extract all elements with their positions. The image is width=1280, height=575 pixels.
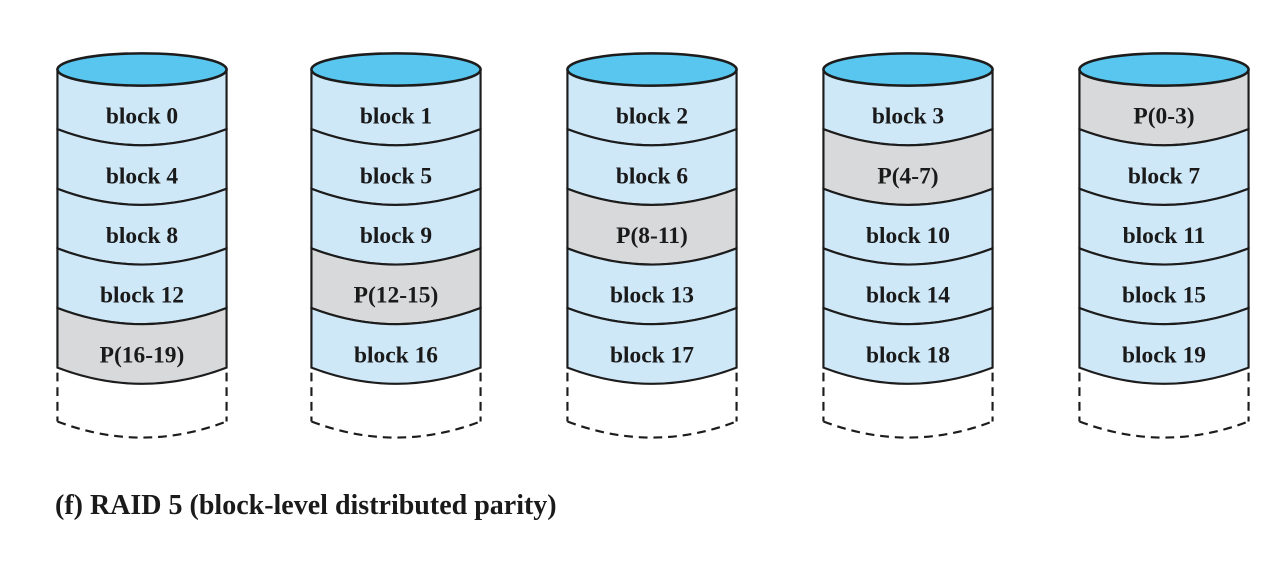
disk-cylinder-5: P(0-3) block 7 block 11 block 15 block 1… bbox=[1076, 48, 1252, 441]
block-label: block 7 bbox=[1128, 163, 1201, 189]
disk-continuation-bottom bbox=[1079, 420, 1249, 439]
block-label: block 15 bbox=[1122, 283, 1206, 309]
disk-top-ellipse bbox=[822, 52, 994, 87]
block-label: block 6 bbox=[616, 163, 689, 189]
disk-top-ellipse bbox=[310, 52, 482, 87]
parity-band bbox=[56, 306, 228, 385]
block-label: block 19 bbox=[1122, 342, 1206, 368]
disk-band bbox=[566, 306, 738, 385]
disk-cylinder-1: block 0 block 4 block 8 block 12 P(16-19… bbox=[54, 48, 230, 441]
disk-continuation-bottom bbox=[823, 420, 993, 439]
block-label: block 13 bbox=[610, 283, 694, 309]
block-label: block 16 bbox=[354, 342, 438, 368]
parity-label: P(16-19) bbox=[100, 342, 185, 368]
disk-cylinder-graphic: block 0 block 4 block 8 block 12 P(16-19… bbox=[56, 52, 228, 439]
block-label: block 17 bbox=[610, 342, 694, 368]
block-label: block 14 bbox=[866, 283, 950, 309]
disk-band bbox=[1078, 306, 1250, 385]
block-label: block 1 bbox=[360, 104, 432, 130]
block-label: block 12 bbox=[100, 283, 184, 309]
figure-caption: (f) RAID 5 (block-level distributed pari… bbox=[55, 490, 557, 521]
disk-cylinder-3: block 2 block 6 P(8-11) block 13 block 1… bbox=[564, 48, 740, 441]
block-label: block 10 bbox=[866, 223, 950, 249]
block-label: block 8 bbox=[106, 223, 178, 249]
parity-label: P(0-3) bbox=[1133, 104, 1194, 130]
disk-cylinder-4: block 3 P(4-7) block 10 block 14 block 1… bbox=[820, 48, 996, 441]
disk-cylinder-graphic: block 2 block 6 P(8-11) block 13 block 1… bbox=[566, 52, 738, 439]
parity-label: P(4-7) bbox=[877, 163, 938, 189]
disk-cylinder-2: block 1 block 5 block 9 P(12-15) block 1… bbox=[308, 48, 484, 441]
disk-top-ellipse bbox=[56, 52, 228, 87]
block-label: block 5 bbox=[360, 163, 432, 189]
disk-continuation-bottom bbox=[57, 420, 227, 439]
disk-continuation-bottom bbox=[567, 420, 737, 439]
block-label: block 2 bbox=[616, 104, 688, 130]
block-label: block 11 bbox=[1123, 223, 1206, 249]
disk-band bbox=[822, 306, 994, 385]
disk-band bbox=[310, 306, 482, 385]
disk-cylinder-graphic: P(0-3) block 7 block 11 block 15 block 1… bbox=[1078, 52, 1250, 439]
block-label: block 0 bbox=[106, 104, 178, 130]
block-label: block 3 bbox=[872, 104, 944, 130]
disk-continuation-bottom bbox=[311, 420, 481, 439]
parity-label: P(8-11) bbox=[616, 223, 688, 249]
block-label: block 18 bbox=[866, 342, 950, 368]
block-label: block 9 bbox=[360, 223, 432, 249]
disk-cylinder-graphic: block 1 block 5 block 9 P(12-15) block 1… bbox=[310, 52, 482, 439]
parity-label: P(12-15) bbox=[354, 283, 439, 309]
disk-top-ellipse bbox=[1078, 52, 1250, 87]
block-label: block 4 bbox=[106, 163, 179, 189]
disk-top-ellipse bbox=[566, 52, 738, 87]
disk-cylinder-graphic: block 3 P(4-7) block 10 block 14 block 1… bbox=[822, 52, 994, 439]
